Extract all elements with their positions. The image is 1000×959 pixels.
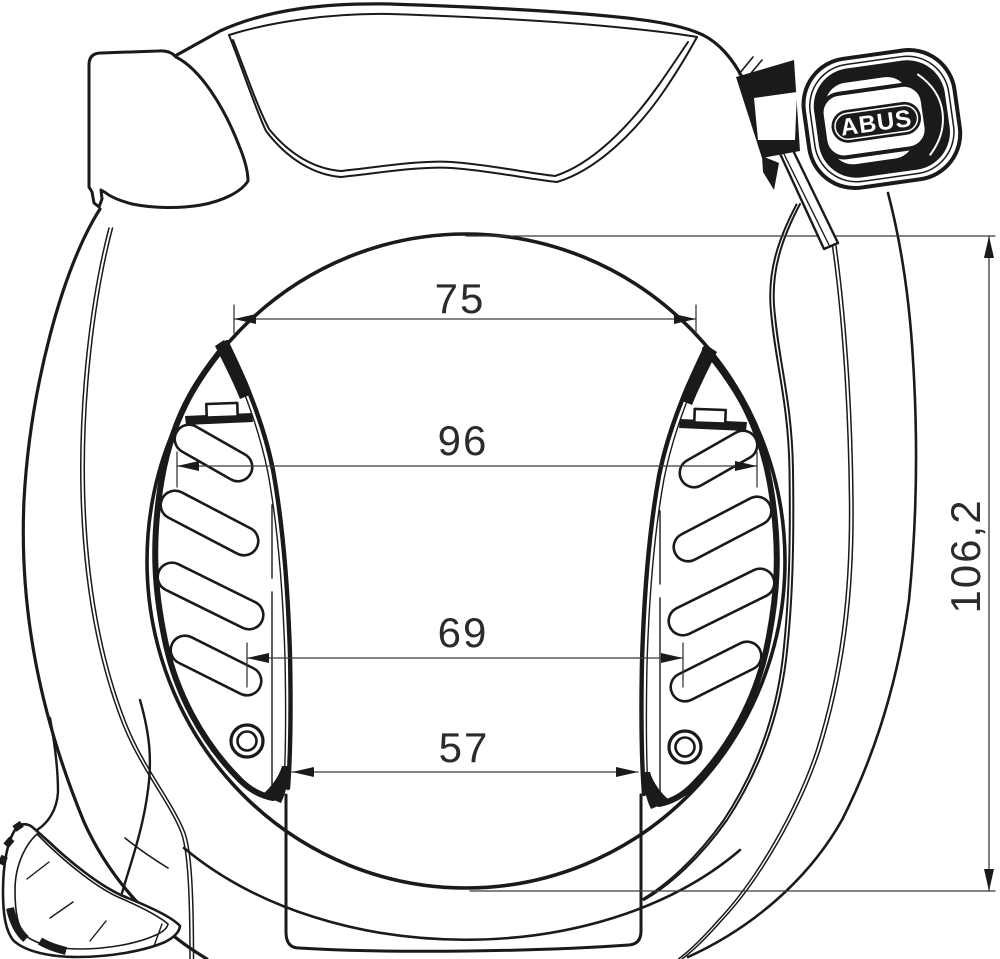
cover-edge [639, 203, 801, 902]
foot-arm-right-edge [120, 698, 152, 895]
key-head: ABUS [801, 48, 963, 191]
shield-hole-inner [236, 730, 258, 752]
saddle-cutout [228, 12, 698, 183]
foot-outline [1, 822, 182, 959]
dim-75: 75 [233, 275, 697, 334]
key-head-highlight-arc [917, 73, 944, 156]
shield-bottom-tip-wedge [262, 766, 289, 803]
foot-arm-detail-line [124, 837, 169, 869]
dimensions: 106,2 75 96 69 [176, 235, 996, 892]
dim-96: 96 [176, 417, 758, 488]
foot-arm [35, 698, 169, 895]
bottom-flap [286, 795, 641, 952]
foot-sole-black-segment [6, 907, 29, 943]
shield-channel-thin-line [223, 346, 287, 785]
shield-channel-edge [224, 340, 293, 791]
foot-sole-black-segment [37, 937, 67, 955]
dim-57-label: 57 [439, 724, 490, 771]
foot-arm-left-edge [35, 716, 60, 832]
right-seam [677, 245, 854, 959]
abus-logo-pill-border [834, 104, 919, 141]
foot-studs [0, 820, 24, 866]
dim-75-label: 75 [435, 275, 486, 322]
dim-106-label: 106,2 [942, 498, 989, 613]
dim-69-label: 69 [438, 609, 489, 656]
shield-slots [156, 423, 265, 697]
dim-69: 69 [246, 609, 684, 688]
inner-ring [145, 232, 787, 890]
key-ring-lines [738, 56, 763, 79]
right-outer-edge [686, 191, 918, 959]
shield-top-tip-wedge [215, 340, 252, 399]
dim-96-label: 96 [438, 417, 489, 464]
bottom-flap-edge [284, 793, 643, 953]
saddle-top-edge [173, 2, 745, 81]
left-seam [80, 227, 195, 959]
shield-hole-outer [229, 723, 265, 759]
key-head-inner-outline [809, 55, 955, 183]
shield-left [152, 340, 293, 803]
foot-rim [14, 833, 169, 950]
key-collar-window [754, 92, 797, 140]
ring-bottom-arc [182, 846, 742, 942]
key-collar-wedge [762, 156, 779, 190]
shield-right [641, 346, 779, 809]
dim-57: 57 [291, 724, 639, 777]
mount-tab [87, 49, 250, 210]
lock-body [21, 2, 918, 959]
dim-106: 106,2 [942, 235, 994, 892]
shield-tab [204, 401, 240, 419]
key: ABUS [736, 48, 963, 251]
foot [0, 698, 182, 959]
left-outer-edge [21, 207, 209, 959]
